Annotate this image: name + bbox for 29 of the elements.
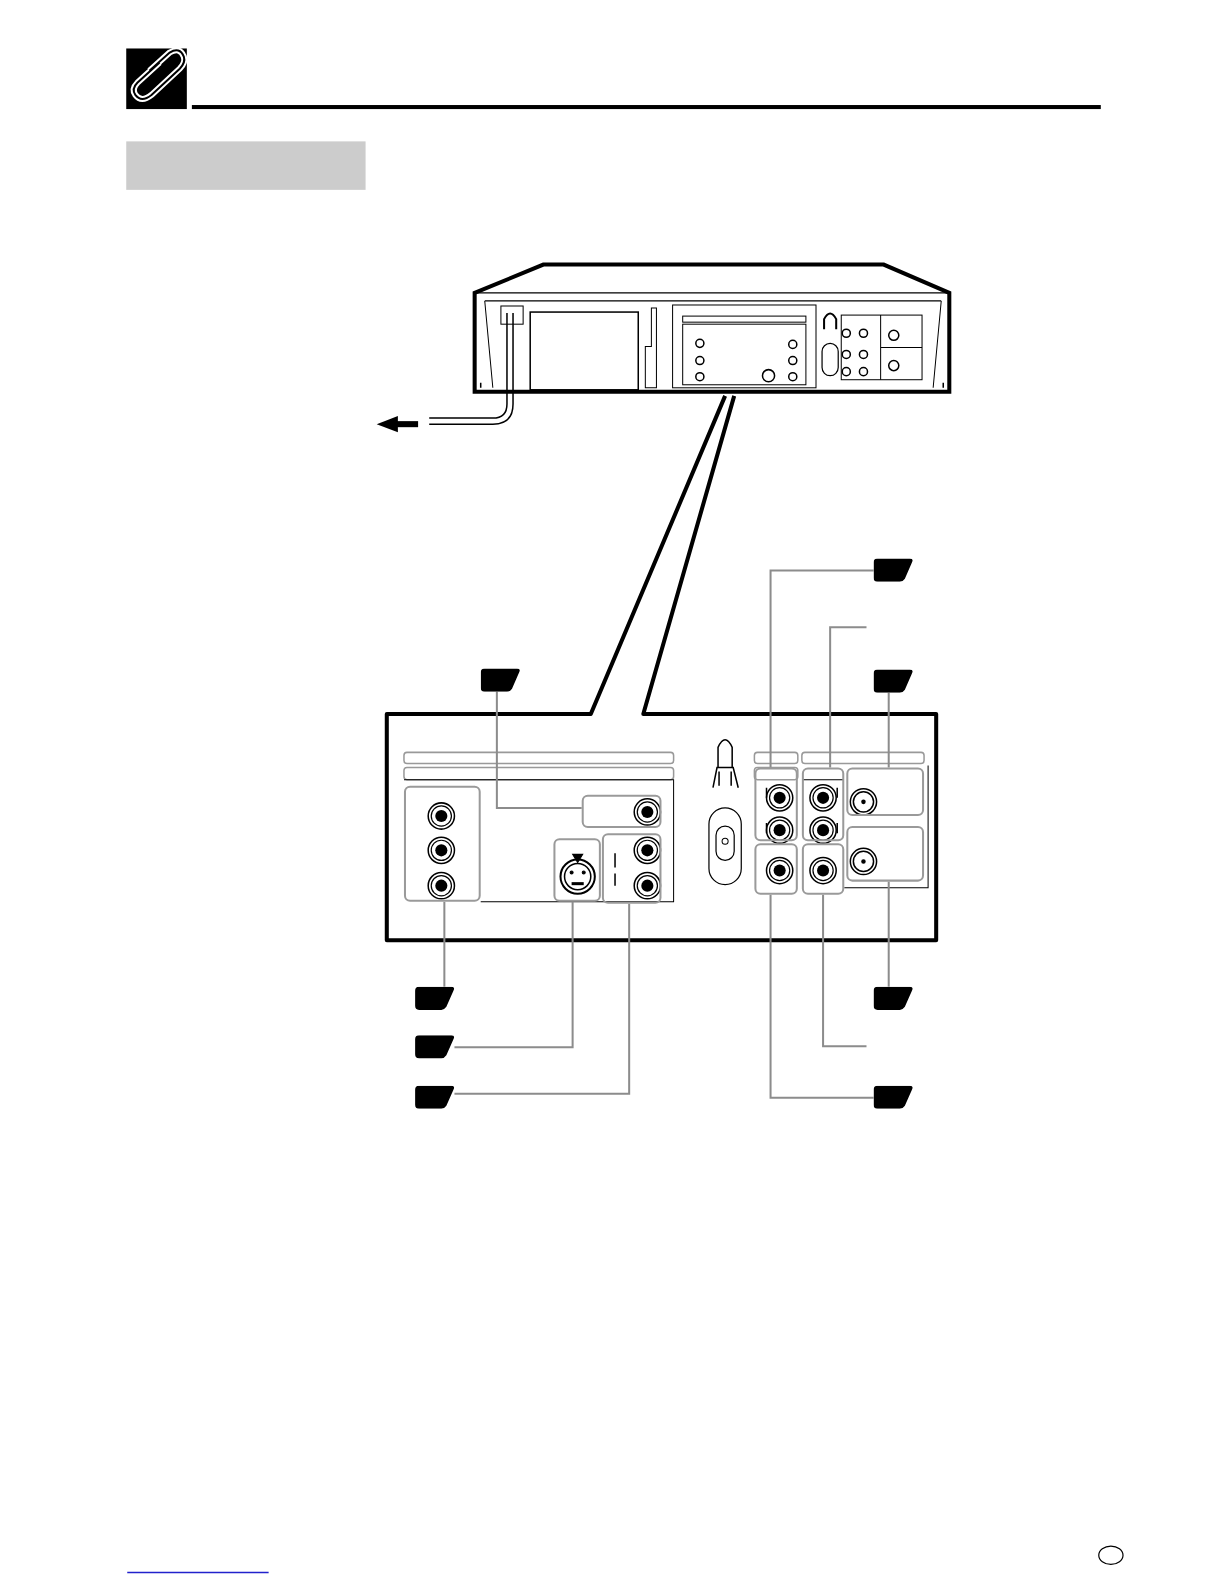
callout-badge (415, 986, 455, 1010)
jack-group-outline (754, 843, 798, 895)
callout-badge (873, 1085, 913, 1109)
jack-group-outline (754, 767, 798, 842)
leader-line (454, 901, 574, 1049)
leader-line (443, 901, 446, 987)
jack-group-outline (846, 767, 925, 816)
jack-group-outline (403, 785, 481, 902)
callout-badge (480, 668, 521, 692)
callout-badge (415, 1035, 455, 1059)
jack-group-outline (601, 833, 662, 904)
callout-badge (873, 558, 913, 582)
callout-badge (873, 669, 913, 693)
leader-line (822, 894, 867, 1048)
jack-group-outline (801, 843, 845, 895)
jack-group-outline (801, 767, 845, 842)
leader-line (495, 691, 582, 809)
leader-line (769, 569, 874, 768)
jack-group-outline (553, 838, 601, 902)
leader-line (829, 626, 867, 768)
leader-line (887, 881, 890, 987)
leader-line (769, 894, 874, 1099)
leader-line (454, 903, 631, 1095)
heading-band (126, 141, 366, 190)
callout-badge (415, 1085, 455, 1109)
leader-line (887, 692, 890, 768)
callout-badge (873, 986, 913, 1010)
jack-group-outline (846, 826, 925, 882)
jack-group-outline (581, 794, 662, 829)
